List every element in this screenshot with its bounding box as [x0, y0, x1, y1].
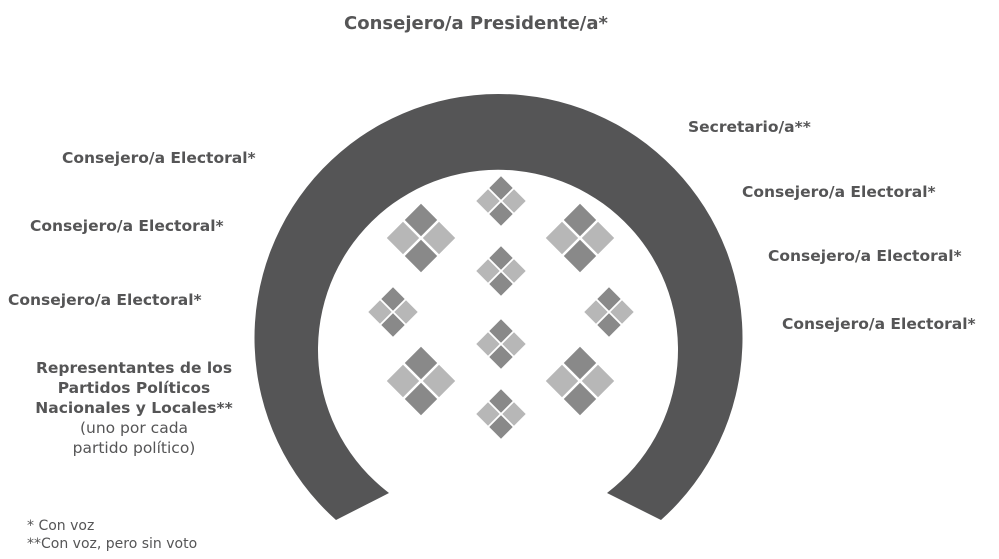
- seat-diamond: [563, 346, 597, 380]
- seat-cluster: [476, 246, 526, 296]
- label-left-3: Consejero/a Electoral*: [8, 291, 202, 309]
- seat-diamond: [502, 402, 526, 426]
- reps-line-2: Partidos Políticos: [57, 379, 211, 397]
- seat-diamond: [476, 332, 500, 356]
- seat-diamond: [476, 259, 500, 283]
- label-secretary: Secretario/a**: [688, 118, 811, 136]
- seat-diamond: [563, 382, 597, 416]
- seat-diamond: [502, 259, 526, 283]
- seat-diamond: [502, 332, 526, 356]
- seat-diamond: [489, 246, 513, 270]
- seat-diamond: [476, 402, 500, 426]
- seat-cluster: [584, 287, 634, 337]
- seat-diamond: [489, 202, 513, 226]
- footnote-voice-no-vote: **Con voz, pero sin voto: [27, 536, 198, 552]
- seat-diamond: [381, 313, 405, 337]
- representatives-label: Representantes de los Partidos Políticos…: [14, 358, 254, 458]
- seat-diamond: [404, 346, 438, 380]
- seat-diamond: [489, 272, 513, 296]
- seat-cluster: [545, 346, 615, 416]
- label-left-1: Consejero/a Electoral*: [62, 149, 256, 167]
- seat-diamond: [404, 382, 438, 416]
- seat-diamond: [422, 364, 456, 398]
- seat-diamond: [545, 221, 579, 255]
- seat-diamond: [394, 300, 418, 324]
- seat-cluster: [476, 319, 526, 369]
- seat-diamond: [581, 364, 615, 398]
- seat-cluster: [476, 176, 526, 226]
- seat-diamond: [581, 221, 615, 255]
- label-left-2: Consejero/a Electoral*: [30, 217, 224, 235]
- seat-diamond: [404, 239, 438, 273]
- seat-diamond: [489, 345, 513, 369]
- footnote-voice: * Con voz: [27, 518, 95, 534]
- seat-diamond: [476, 189, 500, 213]
- council-arch: [254, 93, 743, 521]
- reps-note-1: (uno por cada: [79, 419, 189, 437]
- seat-diamond: [386, 364, 420, 398]
- seat-cluster: [476, 389, 526, 439]
- seat-diamond: [563, 239, 597, 273]
- diagram-title: Consejero/a Presidente/a*: [344, 13, 608, 34]
- seat-diamond: [563, 203, 597, 237]
- seat-diamond: [381, 287, 405, 311]
- label-right-2: Consejero/a Electoral*: [768, 247, 962, 265]
- seat-diamond: [597, 313, 621, 337]
- seat-cluster: [386, 203, 456, 273]
- label-right-1: Consejero/a Electoral*: [742, 183, 936, 201]
- seat-diamond: [386, 221, 420, 255]
- footnotes: * Con voz **Con voz, pero sin voto: [27, 517, 197, 553]
- label-right-3: Consejero/a Electoral*: [782, 315, 976, 333]
- seat-diamond: [422, 221, 456, 255]
- seat-diamond: [489, 176, 513, 200]
- seat-diamond: [404, 203, 438, 237]
- seat-cluster: [545, 203, 615, 273]
- seat-cluster: [368, 287, 418, 337]
- seat-diamond: [489, 415, 513, 439]
- seat-diamond: [610, 300, 634, 324]
- seat-diamond: [502, 189, 526, 213]
- seat-diamond: [489, 389, 513, 413]
- seat-diamond: [597, 287, 621, 311]
- seat-diamond: [545, 364, 579, 398]
- seat-diamond: [584, 300, 608, 324]
- seat-diamond: [489, 319, 513, 343]
- seat-cluster: [386, 346, 456, 416]
- reps-line-1: Representantes de los: [35, 359, 233, 377]
- reps-line-3: Nacionales y Locales**: [35, 399, 233, 417]
- reps-note-2: partido político): [72, 439, 196, 457]
- seat-diamond: [368, 300, 392, 324]
